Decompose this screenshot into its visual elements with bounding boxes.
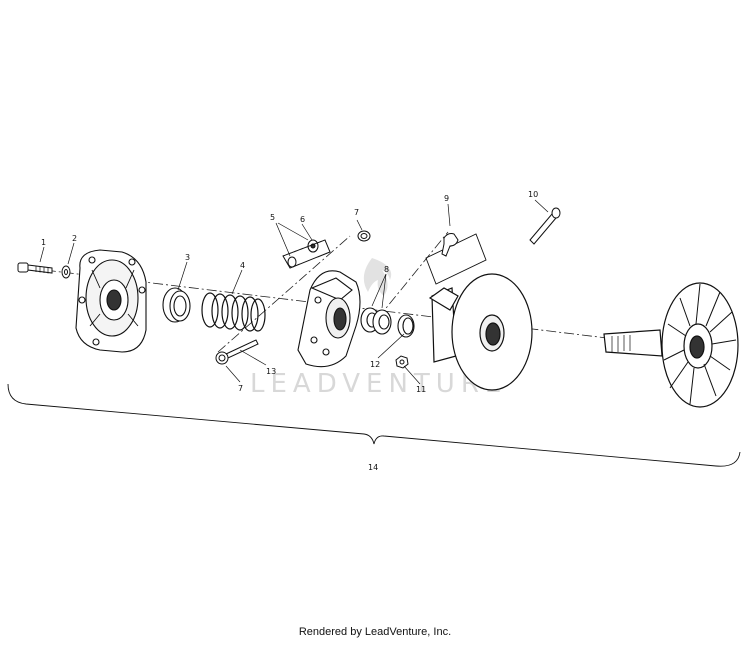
leader-lines	[39, 199, 549, 385]
callout-9: 9	[444, 194, 449, 203]
callout-7-lower: 7	[238, 384, 243, 393]
callout-10: 10	[528, 190, 538, 199]
part-1-bolt	[17, 262, 53, 274]
callout-11: 11	[416, 385, 426, 394]
callout-2: 2	[72, 234, 77, 243]
callout-4: 4	[240, 261, 245, 270]
callout-14: 14	[368, 463, 378, 472]
callout-labels: 1 2 3 4 5 6 7 7 8 9 10 11 12 13 14	[41, 190, 538, 472]
callout-7-upper: 7	[354, 208, 359, 217]
callout-12: 12	[370, 360, 380, 369]
part-9-weight	[425, 233, 487, 285]
part-8-bushings	[360, 307, 392, 335]
callout-13: 13	[266, 367, 276, 376]
spider-assembly	[297, 270, 361, 368]
part-11-nut	[395, 355, 409, 369]
part-3-bushing	[162, 287, 191, 323]
footer-credit: Rendered by LeadVenture, Inc.	[298, 626, 452, 638]
part-12-ring	[397, 314, 415, 338]
callout-5: 5	[270, 213, 275, 222]
part-7-upper	[357, 230, 371, 242]
part-4-spring	[201, 292, 266, 332]
part-13-pin	[215, 339, 259, 365]
callout-8: 8	[384, 265, 389, 274]
part-5-6-rollers	[282, 239, 331, 269]
part-10-bolt	[529, 207, 561, 245]
fixed-sheave	[603, 282, 739, 408]
cover-plate	[75, 249, 147, 353]
callout-1: 1	[41, 238, 46, 247]
assembly-brace	[7, 383, 741, 467]
callout-6: 6	[300, 215, 305, 224]
watermark: LEADVENTURE	[250, 258, 507, 399]
watermark-text: LEADVENTURE	[250, 369, 507, 399]
part-2-washer	[61, 265, 71, 279]
moveable-sheave	[428, 273, 533, 391]
callout-3: 3	[185, 253, 190, 262]
